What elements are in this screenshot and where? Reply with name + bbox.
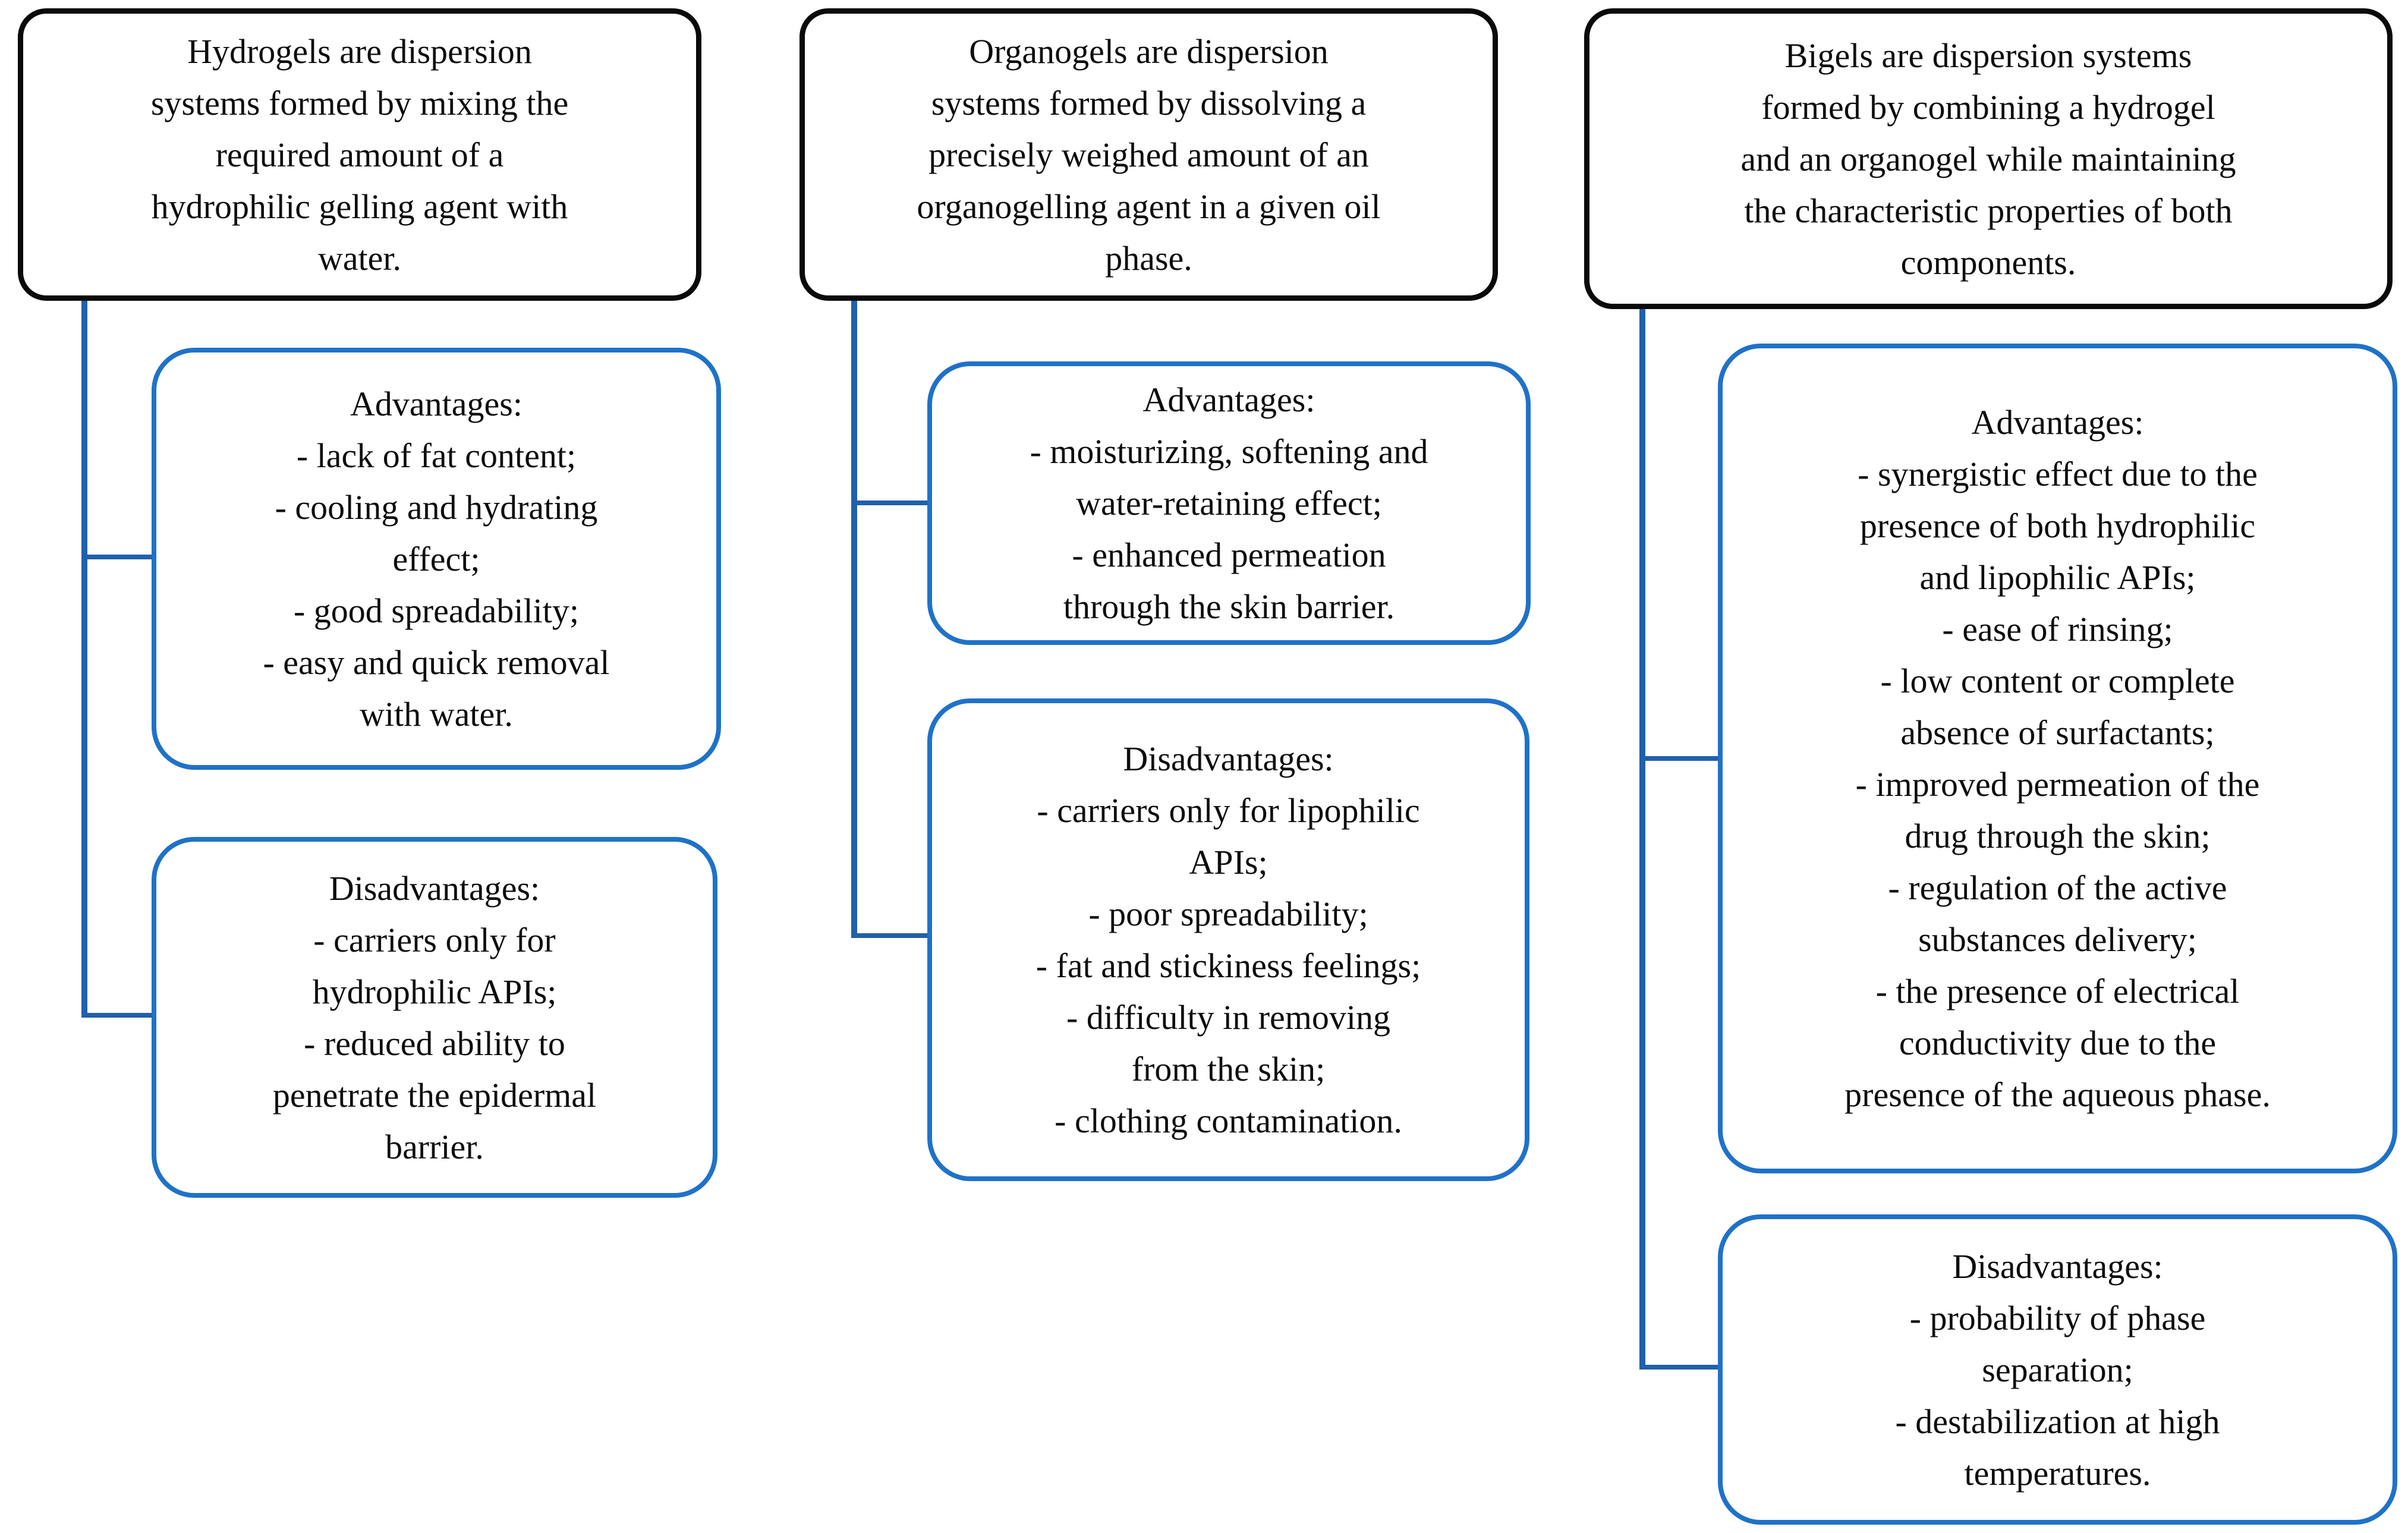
organogels-connector-disadvantages-line	[857, 933, 928, 938]
hydrogels-definition-box: Hydrogels are dispersion systems formed …	[18, 8, 701, 301]
hydrogels-connector-disadvantages-line	[87, 1013, 153, 1018]
organogels-connector-vertical-line	[851, 301, 857, 938]
organogels-connector-advantages-line	[857, 500, 928, 505]
organogels-advantages-box: Advantages: - moisturizing, softening an…	[927, 361, 1531, 645]
bigels-connector-vertical-line	[1639, 309, 1645, 1370]
bigels-advantages-box: Advantages: - synergistic effect due to …	[1718, 344, 2397, 1173]
bigels-definition-box: Bigels are dispersion systems formed by …	[1584, 8, 2393, 309]
organogels-disadvantages-box: Disadvantages: - carriers only for lipop…	[927, 698, 1529, 1181]
bigels-disadvantages-box: Disadvantages: - probability of phase se…	[1718, 1214, 2397, 1525]
bigels-connector-advantages-line	[1645, 756, 1718, 761]
organogels-definition-box: Organogels are dispersion systems formed…	[799, 8, 1498, 301]
hydrogels-connector-advantages-line	[87, 555, 153, 559]
bigels-connector-disadvantages-line	[1645, 1365, 1718, 1370]
hydrogels-advantages-box: Advantages: - lack of fat content; - coo…	[152, 348, 721, 770]
hydrogels-disadvantages-box: Disadvantages: - carriers only for hydro…	[152, 837, 717, 1198]
hydrogels-connector-vertical-line	[81, 301, 87, 1018]
